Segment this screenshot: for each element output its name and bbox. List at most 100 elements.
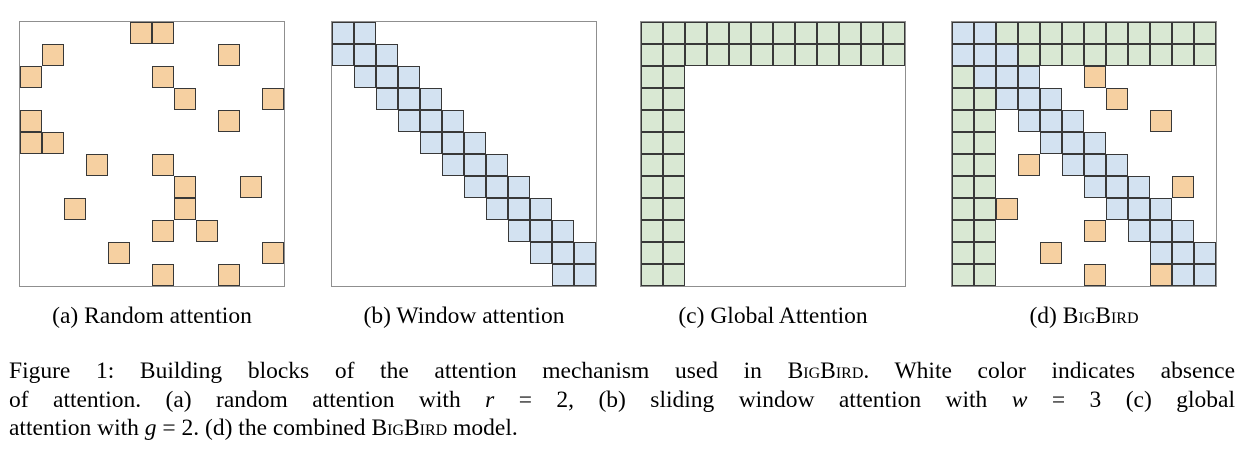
global-attention-cell bbox=[974, 110, 996, 132]
window-attention-cell bbox=[1128, 198, 1150, 220]
random-attention-cell bbox=[196, 220, 218, 242]
window-attention-cell bbox=[974, 22, 996, 44]
random-attention-cell bbox=[240, 176, 262, 198]
random-attention-cell bbox=[262, 88, 284, 110]
window-attention-cell bbox=[1194, 242, 1216, 264]
window-attention-grid bbox=[331, 21, 597, 287]
global-attention-cell bbox=[952, 242, 974, 264]
global-attention-cell bbox=[1128, 22, 1150, 44]
global-attention-cell bbox=[817, 22, 839, 44]
global-attention-cell bbox=[1018, 44, 1040, 66]
global-attention-cell bbox=[685, 22, 707, 44]
window-attention-cell bbox=[442, 154, 464, 176]
window-attention-cell bbox=[442, 132, 464, 154]
random-attention-cell bbox=[152, 220, 174, 242]
global-attention-cell bbox=[996, 22, 1018, 44]
text-run: model. bbox=[447, 415, 518, 441]
global-attention-cell bbox=[952, 110, 974, 132]
window-attention-cell bbox=[530, 242, 552, 264]
text-run: attention with bbox=[9, 415, 145, 441]
window-attention-cell bbox=[398, 88, 420, 110]
math-variable: w bbox=[1011, 386, 1028, 413]
global-attention-cell bbox=[663, 198, 685, 220]
panel-a-label: (a) Random attention bbox=[19, 303, 285, 330]
smallcaps-text: BigBird bbox=[1062, 303, 1139, 329]
global-attention-cell bbox=[1062, 22, 1084, 44]
window-attention-cell bbox=[464, 154, 486, 176]
figure-caption: Figure 1: Building blocks of the attenti… bbox=[9, 357, 1235, 443]
window-attention-cell bbox=[420, 110, 442, 132]
global-attention-cell bbox=[751, 22, 773, 44]
random-attention-cell bbox=[42, 44, 64, 66]
window-attention-cell bbox=[1150, 220, 1172, 242]
global-attention-cell bbox=[729, 44, 751, 66]
random-attention-cell bbox=[20, 66, 42, 88]
window-attention-cell bbox=[420, 132, 442, 154]
window-attention-cell bbox=[354, 66, 376, 88]
smallcaps-text: BigBird bbox=[787, 358, 864, 384]
window-attention-cell bbox=[952, 44, 974, 66]
global-attention-cell bbox=[641, 66, 663, 88]
random-attention-cell bbox=[1084, 66, 1106, 88]
random-attention-cell bbox=[108, 242, 130, 264]
global-attention-cell bbox=[1194, 44, 1216, 66]
window-attention-cell bbox=[486, 176, 508, 198]
text-run: (b) Window attention bbox=[363, 303, 565, 329]
window-attention-cell bbox=[398, 66, 420, 88]
global-attention-cell bbox=[839, 22, 861, 44]
global-attention-cell bbox=[974, 242, 996, 264]
global-attention-cell bbox=[1084, 44, 1106, 66]
global-attention-cell bbox=[952, 220, 974, 242]
window-attention-cell bbox=[1062, 110, 1084, 132]
global-attention-cell bbox=[707, 44, 729, 66]
global-attention-cell bbox=[1106, 44, 1128, 66]
random-attention-cell bbox=[1018, 154, 1040, 176]
global-attention-cell bbox=[795, 22, 817, 44]
caption-line-1: Figure 1: Building blocks of the attenti… bbox=[9, 357, 1235, 386]
window-attention-cell bbox=[486, 154, 508, 176]
window-attention-cell bbox=[996, 66, 1018, 88]
global-attention-cell bbox=[663, 264, 685, 286]
window-attention-cell bbox=[354, 44, 376, 66]
global-attention-cell bbox=[641, 22, 663, 44]
window-attention-cell bbox=[974, 66, 996, 88]
window-attention-cell bbox=[1106, 198, 1128, 220]
random-attention-cell bbox=[996, 198, 1018, 220]
random-attention-cell bbox=[64, 198, 86, 220]
global-attention-cell bbox=[1172, 44, 1194, 66]
global-attention-cell bbox=[641, 44, 663, 66]
global-attention-grid bbox=[640, 21, 906, 287]
window-attention-cell bbox=[1018, 66, 1040, 88]
global-attention-cell bbox=[974, 176, 996, 198]
random-attention-cell bbox=[174, 88, 196, 110]
global-attention-cell bbox=[641, 110, 663, 132]
random-attention-cell bbox=[1172, 176, 1194, 198]
window-attention-cell bbox=[1106, 176, 1128, 198]
random-attention-cell bbox=[130, 22, 152, 44]
math-variable: g bbox=[144, 415, 157, 441]
window-attention-cell bbox=[1172, 264, 1194, 286]
window-attention-cell bbox=[332, 44, 354, 66]
global-attention-cell bbox=[952, 176, 974, 198]
window-attention-cell bbox=[952, 22, 974, 44]
random-attention-cell bbox=[152, 154, 174, 176]
global-attention-cell bbox=[663, 154, 685, 176]
random-attention-cell bbox=[20, 132, 42, 154]
text-run: . White color indicates absence bbox=[863, 358, 1236, 384]
random-attention-grid bbox=[19, 21, 285, 287]
global-attention-cell bbox=[663, 176, 685, 198]
global-attention-cell bbox=[641, 176, 663, 198]
global-attention-cell bbox=[952, 132, 974, 154]
global-attention-cell bbox=[663, 22, 685, 44]
window-attention-cell bbox=[1018, 110, 1040, 132]
window-attention-cell bbox=[974, 44, 996, 66]
global-attention-cell bbox=[795, 44, 817, 66]
panel-d-bigbird: (d) BigBird bbox=[951, 21, 1217, 330]
random-attention-cell bbox=[1084, 264, 1106, 286]
global-attention-cell bbox=[974, 154, 996, 176]
text-run: (d) bbox=[1029, 303, 1063, 329]
random-attention-cell bbox=[218, 44, 240, 66]
global-attention-cell bbox=[1172, 22, 1194, 44]
global-attention-cell bbox=[1150, 44, 1172, 66]
